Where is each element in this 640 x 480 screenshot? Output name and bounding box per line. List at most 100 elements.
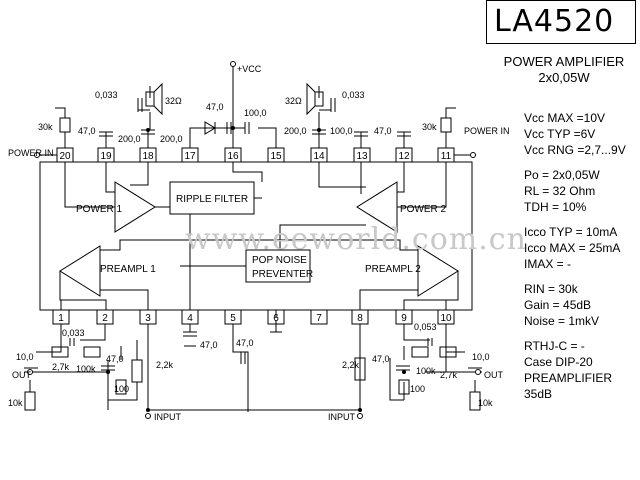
speaker-left-ohm-label: 32Ω — [165, 96, 182, 106]
pin-number: 1 — [58, 313, 64, 324]
out-right-label: OUT — [484, 370, 504, 380]
spec-line: Vcc TYP =6V — [524, 127, 596, 141]
resistor-10k-right-label: 10k — [478, 398, 493, 408]
pin-number: 6 — [273, 313, 279, 324]
spec-line: PREAMPLIFIER 35dB — [524, 371, 613, 401]
cap-47-pin5-label: 47,0 — [236, 338, 254, 348]
cap-0033-bl-label: 0,033 — [62, 328, 85, 338]
preampl2-amp-symbol — [417, 245, 459, 297]
cap-47-br-label: 47,0 — [372, 354, 390, 364]
resistor-10k-right — [469, 391, 481, 411]
pin-number: 8 — [357, 313, 363, 324]
spec-line: RL = 32 Ohm — [524, 184, 596, 198]
pop-noise-label-1: POP NOISE — [252, 255, 307, 266]
pin-number: 5 — [230, 313, 236, 324]
resistor-10k-left — [24, 391, 36, 411]
resistor-22k-left — [131, 359, 143, 383]
resistor-100k-left — [83, 346, 101, 358]
cap-10-right-label: 10,0 — [472, 352, 490, 362]
power2-label: POWER 2 — [400, 204, 447, 215]
cap-47-pin12-label: 47,0 — [374, 126, 392, 136]
pin-number: 18 — [142, 151, 154, 162]
pin-number: 20 — [59, 151, 71, 162]
spec-line: RIN = 30k — [524, 282, 578, 296]
junction-dots — [106, 126, 406, 412]
pin-number: 9 — [401, 313, 407, 324]
subtitle: POWER AMPLIFIER 2x0,05W — [498, 54, 630, 86]
bottom-pin-boxes — [52, 309, 455, 325]
pin-number: 2 — [102, 313, 108, 324]
watermark-text: www.eeworld.com.cn — [185, 222, 527, 257]
resistor-100-right — [398, 379, 410, 395]
spec-line: Case DIP-20 — [524, 355, 593, 369]
pin-number: 16 — [227, 151, 239, 162]
top-capacitors — [99, 98, 411, 137]
resistor-10k-left-label: 10k — [8, 398, 23, 408]
spec-group-supply: Vcc MAX =10V Vcc TYP =6V Vcc RNG =2,7...… — [524, 110, 640, 158]
vcc-label: +VCC — [237, 64, 262, 74]
pop-noise-label-2: PREVENTER — [252, 269, 313, 280]
resistor-22k-right — [354, 357, 366, 381]
cap-0033-tl-label: 0,033 — [95, 90, 118, 100]
spec-line: Vcc RNG =2,7...9V — [524, 143, 626, 157]
resistor-30k-left — [59, 117, 71, 133]
power1-label: POWER 1 — [76, 204, 123, 215]
spec-line: Icco TYP = 10mA — [524, 225, 618, 239]
cap-0053-br-label: 0,053 — [414, 322, 437, 332]
out-left-label: OUT — [12, 370, 32, 380]
input-left-label: INPUT — [154, 412, 182, 422]
spec-group-package: RTHJ-C = - Case DIP-20 PREAMPLIFIER 35dB — [524, 338, 640, 402]
pin-number: 3 — [145, 313, 151, 324]
pin-number: 14 — [313, 151, 325, 162]
resistor-100-left — [115, 379, 127, 395]
ground-symbols — [184, 320, 282, 347]
cap-10-left-label: 10,0 — [16, 352, 34, 362]
spec-group-output: Po = 2x0,05W RL = 32 Ohm TDH = 10% — [524, 167, 640, 215]
power-in-right-label: POWER IN — [464, 126, 510, 136]
top-pin-boxes — [56, 147, 455, 163]
spec-group-input: RIN = 30k Gain = 45dB Noise = 1mkV — [524, 281, 640, 329]
cap-47-pin19-label: 47,0 — [78, 126, 96, 136]
page-title: LA4520 — [494, 4, 615, 39]
speaker-right-ohm-label: 32Ω — [285, 96, 302, 106]
resistor-22k-right-label: 2,2k — [342, 360, 360, 370]
preampl2-label: PREAMPL 2 — [365, 264, 421, 275]
resistor-27k-left-label: 2,7k — [52, 362, 70, 372]
resistor-30k-right — [440, 117, 452, 133]
bottom-pin-numbers: 1 2 3 4 5 6 7 8 9 10 — [58, 313, 452, 324]
ic-body — [39, 161, 473, 311]
resistor-100k-right-label: 100k — [416, 366, 436, 376]
resistor-100-left-label: 100 — [114, 384, 129, 394]
cap-200-pin18-label: 200,0 — [118, 134, 141, 144]
cap-200-pin17-label: 200,0 — [160, 134, 183, 144]
resistor-30k-left-label: 30k — [38, 122, 53, 132]
cap-100-top-label: 100,0 — [244, 108, 267, 118]
speaker-left-icon — [145, 82, 163, 116]
power-in-left-label: POWER IN — [8, 148, 54, 158]
ripple-filter-label: RIPPLE FILTER — [176, 194, 248, 205]
pin-number: 19 — [100, 151, 112, 162]
spec-line: IMAX = - — [524, 257, 572, 271]
resistor-100-right-label: 100 — [410, 384, 425, 394]
pin-number: 12 — [398, 151, 410, 162]
preampl1-label: PREAMPL 1 — [100, 264, 156, 275]
speaker-right-icon — [306, 82, 324, 116]
preampl1-amp-symbol — [59, 245, 101, 297]
resistor-27k-right-label: 2,7k — [440, 370, 458, 380]
cap-0033-tr-label: 0,033 — [342, 90, 365, 100]
cap-47-bl-label: 47,0 — [106, 354, 124, 364]
spec-line: Po = 2x0,05W — [524, 168, 600, 182]
subtitle-line-2: 2x0,05W — [538, 70, 590, 85]
resistor-22k-left-label: 2,2k — [156, 360, 174, 370]
spec-group-current: Icco TYP = 10mA Icco MAX = 25mA IMAX = - — [524, 224, 640, 272]
resistor-100k-right — [411, 346, 429, 358]
resistor-100k-left-label: 100k — [76, 364, 96, 374]
cap-47-pin4-label: 47,0 — [200, 340, 218, 350]
spec-line: RTHJ-C = - — [524, 339, 585, 353]
top-pin-numbers: 20 19 18 17 16 15 14 13 12 11 — [59, 151, 451, 162]
internal-wiring — [59, 162, 459, 318]
spec-line: Noise = 1mkV — [524, 314, 600, 328]
spec-line: Icco MAX = 25mA — [524, 241, 621, 255]
spec-line: TDH = 10% — [524, 200, 587, 214]
